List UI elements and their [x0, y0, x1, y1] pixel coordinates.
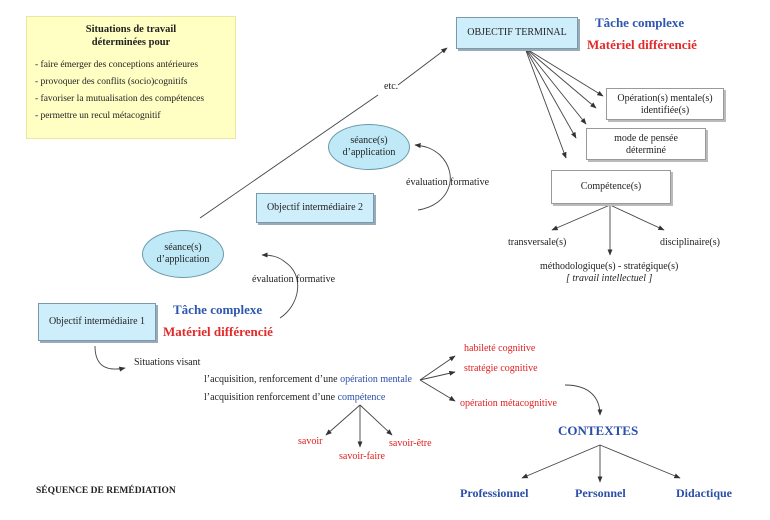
seance-application-bottom: séance(s) d’application [142, 230, 224, 278]
disciplinaire-label: disciplinaire(s) [660, 237, 720, 248]
obj2-label: Objectif intermédiaire 2 [266, 202, 364, 213]
mode-line1: mode de pensée [614, 133, 678, 144]
contexte-professionnel: Professionnel [460, 486, 529, 500]
seance-bottom-line1: séance(s) [164, 242, 202, 253]
contextes-title: CONTEXTES [558, 423, 639, 438]
arrow-etc-to-terminal [397, 47, 448, 86]
situations-visant-label: Situations visant [134, 357, 201, 368]
evaluation-formative-top: évaluation formative [406, 177, 490, 188]
objectif-intermediaire-1-box: Objectif intermédiaire 1 [38, 303, 156, 341]
savoir-label: savoir [298, 436, 323, 447]
strategie-cognitive-label: stratégie cognitive [464, 363, 538, 374]
etc-label: etc. [384, 81, 399, 92]
methodologique-label: méthodologique(s) - stratégique(s) [540, 261, 679, 272]
sequence-remediation-footer: SÉQUENCE DE REMÉDIATION [36, 486, 176, 496]
mode-line2: déterminé [626, 145, 666, 156]
operation-metacognitive-label: opération métacognitive [460, 398, 557, 409]
obj1-tache-complexe: Tâche complexe [173, 302, 263, 317]
seance-top-line1: séance(s) [350, 135, 388, 146]
acquisition-operation-prefix: l’acquisition, renforcement d’une [204, 374, 341, 385]
mode-de-pensee-box: mode de pensée déterminé [586, 128, 706, 160]
competences-box: Compétence(s) [551, 170, 671, 204]
seance-top-line2: d’application [342, 147, 396, 158]
note-list: - faire émerger des conceptions antérieu… [35, 57, 227, 125]
evaluation-formative-bottom: évaluation formative [252, 274, 336, 285]
operations-line2: identifiée(s) [640, 105, 690, 116]
note-title-line2: déterminées pour [91, 37, 171, 48]
situations-note: Situations de travail déterminées pour -… [26, 16, 236, 139]
habilete-cognitive-label: habileté cognitive [464, 343, 536, 354]
contexte-personnel: Personnel [575, 486, 626, 500]
terminal-tache-complexe: Tâche complexe [595, 15, 685, 30]
competences-label: Compétence(s) [580, 181, 642, 192]
progression-line [199, 94, 379, 219]
operations-mentales-box: Opération(s) mentale(s) identifiée(s) [606, 88, 724, 120]
objectif-terminal-box: OBJECTIF TERMINAL [456, 17, 578, 49]
obj1-label: Objectif intermédiaire 1 [48, 316, 146, 327]
contexte-didactique: Didactique [676, 486, 733, 500]
note-item: - faire émerger des conceptions antérieu… [35, 60, 199, 70]
competence-highlight: compétence [337, 392, 386, 403]
objectif-intermediaire-2-box: Objectif intermédiaire 2 [256, 193, 374, 223]
operations-line1: Opération(s) mentale(s) [617, 93, 713, 104]
note-title-line1: Situations de travail [85, 24, 177, 35]
terminal-materiel-differencie: Matériel différencié [587, 37, 697, 52]
operation-mentale-highlight: opération mentale [340, 374, 412, 385]
note-item: - provoquer des conflits (socio)cognitif… [35, 77, 188, 87]
savoir-faire-label: savoir-faire [339, 451, 385, 462]
seance-application-top: séance(s) d’application [328, 124, 410, 170]
travail-intellectuel-label: [ travail intellectuel ] [566, 273, 653, 284]
objectif-terminal-label: OBJECTIF TERMINAL [467, 27, 567, 38]
transversale-label: transversale(s) [508, 237, 567, 248]
obj1-materiel-differencie: Matériel différencié [163, 324, 273, 339]
note-item: - permettre un recul métacognitif [35, 111, 161, 121]
seance-bottom-line2: d’application [156, 254, 210, 265]
savoir-etre-label: savoir-être [389, 438, 432, 449]
note-item: - favoriser la mutualisation des compéte… [35, 94, 205, 104]
acquisition-competence-line: l’acquisition renforcement d’une compéte… [204, 392, 385, 404]
acquisition-competence-prefix: l’acquisition renforcement d’une [204, 392, 338, 403]
acquisition-operation-line: l’acquisition, renforcement d’une opérat… [204, 374, 412, 386]
